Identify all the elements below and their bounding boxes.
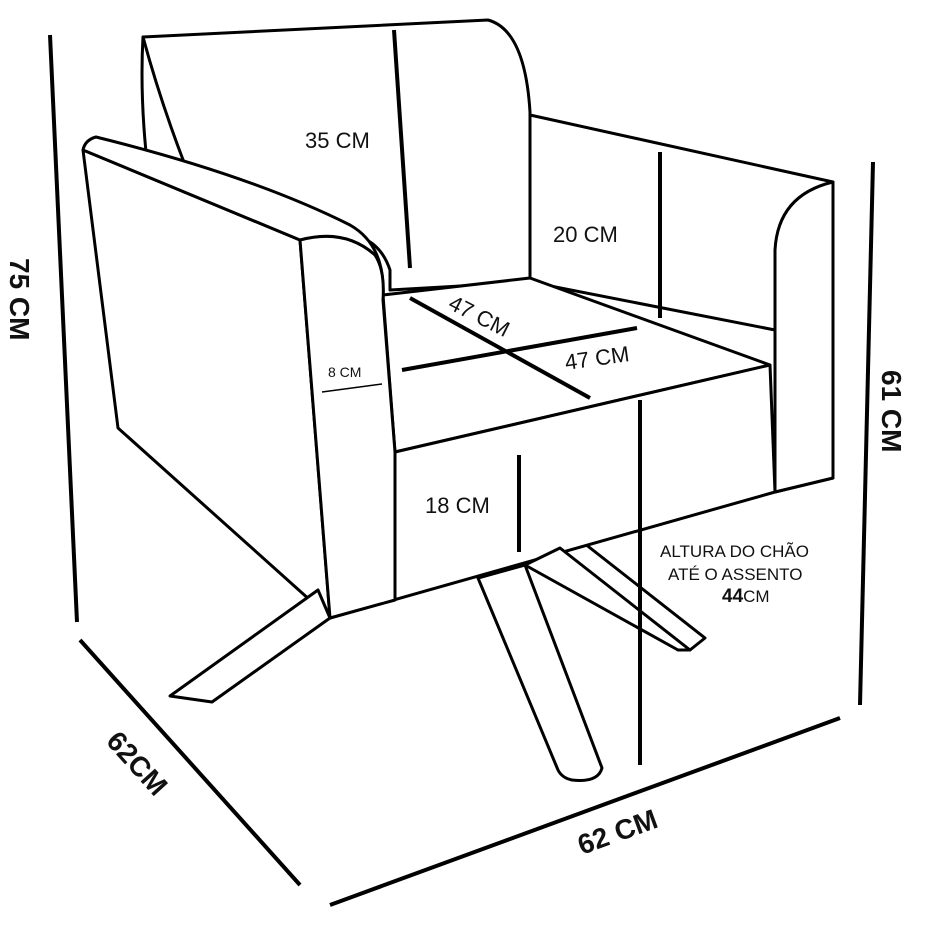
backrest-side-curve: [140, 35, 148, 154]
right-arm-front: [773, 180, 835, 494]
label-front-height: 18 CM: [425, 493, 490, 518]
label-back-height: 35 CM: [305, 128, 370, 153]
label-arm-height: 61 CM: [876, 370, 907, 452]
front-leg-left: [168, 588, 332, 704]
label-seat-height-unit: CM: [743, 587, 769, 606]
label-backrest-height: 20 CM: [553, 222, 618, 247]
label-seat-height-value-group: 44CM: [722, 586, 770, 607]
backrest: [141, 18, 532, 292]
dim-line-depth: [78, 638, 302, 887]
front-leg-center: [476, 563, 604, 782]
dim-line-arm-height: [858, 161, 875, 706]
left-arm-front: [298, 234, 397, 620]
dim-line-back-height: [392, 29, 412, 269]
label-total-height: 75 CM: [4, 258, 35, 340]
label-cushion: 8 CM: [328, 364, 361, 380]
dim-line-cushion: [321, 383, 383, 393]
dim-line-seat-depth: [409, 296, 591, 400]
label-depth: 62CM: [101, 725, 174, 801]
label-seat-height-line2: ATÉ O ASSENTO: [668, 565, 802, 584]
dim-line-seat-width: [401, 326, 638, 372]
dim-line-total-height: [48, 34, 79, 623]
dim-line-width: [329, 716, 841, 907]
back-leg-center: [523, 546, 692, 652]
label-seat-height-value: 44: [722, 586, 744, 607]
label-seat-height-line1: ALTURA DO CHÃO: [660, 542, 809, 561]
